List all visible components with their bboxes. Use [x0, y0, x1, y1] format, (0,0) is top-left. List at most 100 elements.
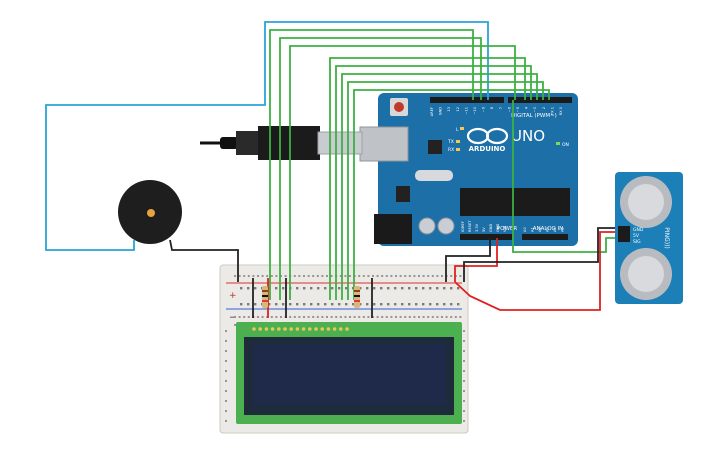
capacitor-1 — [418, 217, 436, 235]
breadboard-hole — [436, 303, 439, 306]
breadboard-hole — [225, 330, 227, 332]
breadboard-hole — [387, 303, 390, 306]
wire-d7 — [341, 73, 538, 300]
digital-pin-label: ~10 — [473, 106, 477, 114]
resistor-2-band-3 — [354, 300, 360, 302]
buzzer-ground-wire — [169, 239, 239, 282]
lcd-header-pin — [314, 327, 318, 331]
breadboard-hole — [280, 316, 282, 318]
lcd-header-pin — [270, 327, 275, 331]
breadboard-hole — [293, 275, 296, 277]
lcd-module[interactable] — [236, 322, 462, 424]
lcd-screen — [253, 344, 446, 405]
breadboard-hole — [298, 275, 301, 277]
analog-label: ANALOG IN — [533, 226, 564, 232]
breadboard-hole — [282, 287, 285, 290]
breadboard-hole — [408, 303, 411, 306]
breadboard-hole — [404, 275, 407, 277]
breadboard-hole — [408, 275, 411, 277]
breadboard-hole — [275, 303, 278, 306]
breadboard-hole — [275, 275, 278, 277]
on-led-label: ON — [562, 142, 569, 148]
ping-transducer-top-inner — [628, 184, 664, 220]
breadboard-hole — [408, 316, 411, 318]
breadboard-hole — [225, 350, 227, 352]
breadboard-hole — [326, 275, 328, 277]
power-jack — [374, 214, 412, 244]
breadboard-hole — [358, 275, 361, 277]
breadboard-hole — [303, 275, 305, 277]
breadboard-hole — [275, 316, 278, 318]
breadboard-hole — [372, 275, 374, 277]
analog-pin-label: A1 — [531, 227, 535, 232]
piezo-buzzer[interactable] — [45, 21, 489, 282]
lcd-header-pin — [339, 327, 343, 331]
breadboard-hole — [296, 303, 299, 306]
breadboard-hole — [321, 275, 324, 277]
breadboard-hole — [270, 316, 273, 318]
breadboard-hole — [429, 287, 432, 290]
lcd-data-wires — [269, 29, 618, 300]
breadboard-hole — [380, 303, 383, 306]
usb-cable[interactable] — [200, 126, 363, 160]
breadboard-hole — [321, 316, 324, 318]
breadboard-hole — [463, 330, 465, 332]
arduino-uno[interactable]: ARDUINO UNO DIGITAL (PWM~) POWER ANALOG … — [359, 93, 578, 246]
digital-pin-label: GND — [439, 107, 443, 115]
breadboard-hole — [359, 303, 362, 306]
breadboard-hole — [390, 275, 393, 277]
breadboard-hole — [238, 275, 241, 277]
resistor-2[interactable] — [354, 286, 360, 308]
breadboard-hole — [284, 275, 287, 277]
ping-pin-5v: 5V — [633, 233, 640, 239]
breadboard-hole — [339, 275, 342, 277]
breadboard-hole — [463, 410, 465, 412]
analog-header — [522, 234, 568, 240]
breadboard-hole — [385, 316, 388, 318]
capacitor-2 — [437, 217, 455, 235]
breadboard-hole — [450, 303, 453, 306]
analog-pin-label: A3 — [546, 227, 550, 232]
breadboard-hole — [366, 303, 369, 306]
breadboard-hole — [317, 287, 320, 290]
voltage-regulator — [396, 186, 410, 202]
breadboard-hole — [441, 316, 443, 318]
breadboard-hole — [387, 287, 390, 290]
breadboard-hole — [257, 275, 259, 277]
breadboard-hole — [338, 287, 341, 290]
resistor-1[interactable] — [262, 286, 268, 308]
digital-pin-label: RX 0 — [559, 106, 563, 115]
breadboard-hole — [362, 316, 365, 318]
breadboard-hole — [254, 287, 257, 290]
breadboard-hole — [225, 340, 227, 342]
breadboard-hole — [240, 303, 243, 306]
breadboard-hole — [463, 390, 465, 392]
breadboard-hole — [401, 287, 404, 290]
breadboard-hole — [463, 400, 465, 402]
digital-pin-label: 12 — [456, 107, 460, 112]
usb-cable-boot — [236, 131, 260, 155]
lcd-header-pin — [332, 327, 337, 331]
breadboard-hole — [404, 316, 407, 318]
breadboard-hole — [330, 275, 333, 277]
breadboard-hole — [296, 287, 299, 290]
lcd-header-pin — [289, 327, 294, 331]
lcd-header-pin — [345, 327, 349, 331]
breadboard-hole — [422, 316, 425, 318]
analog-pin-label: A0 — [523, 227, 527, 232]
lcd-header-pin — [277, 327, 281, 331]
wire-ping-signal — [512, 100, 618, 253]
breadboard-hole — [243, 316, 246, 318]
ping-sensor[interactable]: GND 5V SIG PING))) — [615, 172, 683, 304]
breadboard-hole — [373, 287, 376, 290]
breadboard-hole — [441, 275, 443, 277]
breadboard-hole — [394, 303, 397, 306]
breadboard-hole — [316, 275, 319, 277]
breadboard-hole — [275, 287, 278, 290]
breadboard-hole — [225, 370, 227, 372]
power-pin-label: IOREF — [461, 221, 465, 232]
breadboard-hole — [367, 316, 370, 318]
breadboard-hole — [415, 303, 418, 306]
lcd-header-pin — [283, 327, 287, 331]
